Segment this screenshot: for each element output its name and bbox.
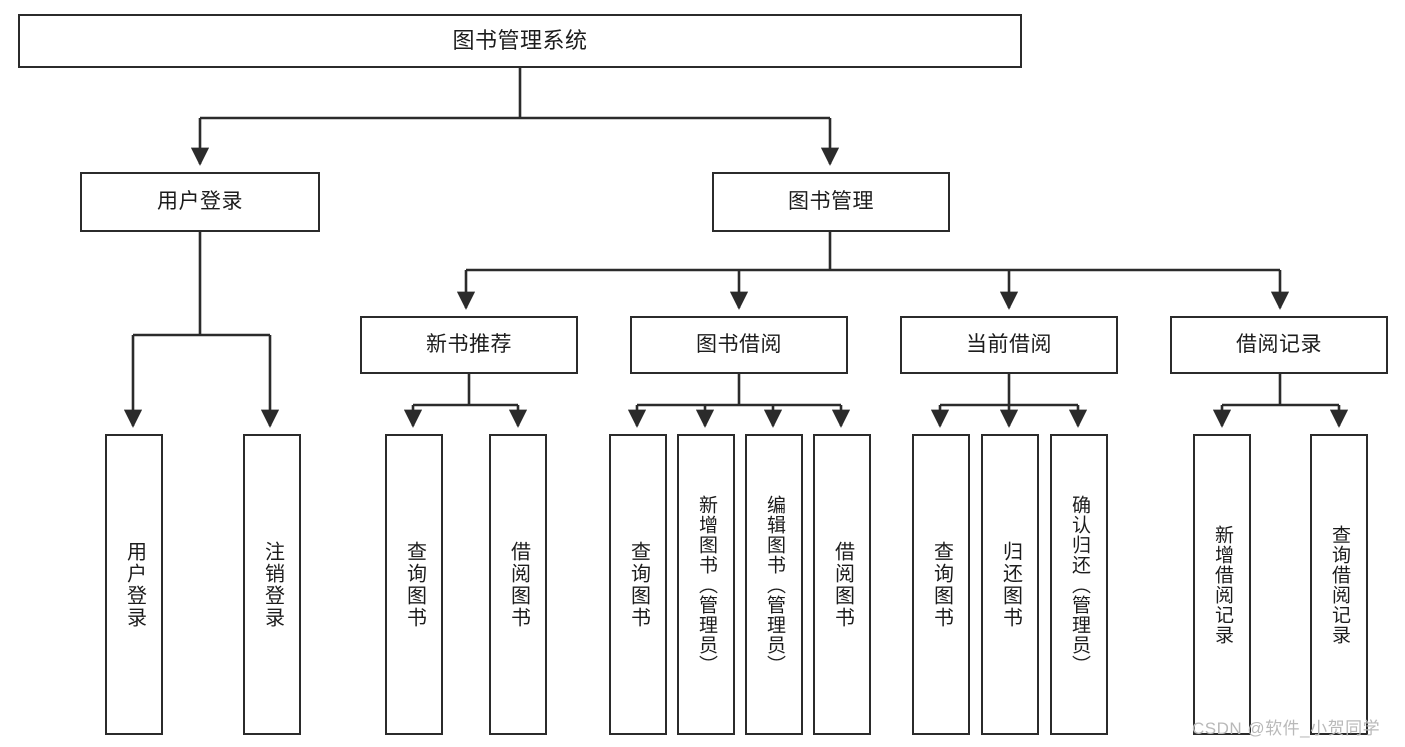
leaf-newbook-borrow-book[interactable]: 借阅图书	[489, 434, 547, 735]
leaf-borrow-query-book-label: 查询图书	[627, 540, 650, 629]
leaf-record-query[interactable]: 查询借阅记录	[1310, 434, 1368, 735]
node-user-login-label: 用户登录	[157, 190, 243, 214]
leaf-borrow-edit-book[interactable]: 编辑图书（管理员）	[745, 434, 803, 735]
leaf-borrow-lend-book[interactable]: 借阅图书	[813, 434, 871, 735]
node-book-management-label: 图书管理	[788, 190, 874, 214]
node-book-borrow[interactable]: 图书借阅	[630, 316, 848, 374]
node-book-borrow-label: 图书借阅	[696, 333, 782, 357]
leaf-newbook-query-book-label: 查询图书	[403, 540, 426, 629]
leaf-user-login-label: 用户登录	[123, 540, 146, 629]
leaf-borrow-lend-book-label: 借阅图书	[831, 540, 854, 629]
node-root-label: 图书管理系统	[452, 27, 588, 53]
node-new-book-recommend[interactable]: 新书推荐	[360, 316, 578, 374]
leaf-current-query-book[interactable]: 查询图书	[912, 434, 970, 735]
leaf-current-confirm-return[interactable]: 确认归还（管理员）	[1050, 434, 1108, 735]
leaf-borrow-add-book-label: 新增图书（管理员）	[695, 494, 717, 675]
leaf-newbook-borrow-book-label: 借阅图书	[507, 540, 530, 629]
leaf-borrow-edit-book-label: 编辑图书（管理员）	[763, 494, 785, 675]
leaf-record-add-label: 新增借阅记录	[1211, 524, 1233, 645]
node-current-borrow[interactable]: 当前借阅	[900, 316, 1118, 374]
leaf-record-query-label: 查询借阅记录	[1328, 524, 1350, 645]
node-current-borrow-label: 当前借阅	[966, 333, 1052, 357]
leaf-current-confirm-return-label: 确认归还（管理员）	[1068, 494, 1090, 675]
node-user-login[interactable]: 用户登录	[80, 172, 320, 232]
node-new-book-recommend-label: 新书推荐	[426, 333, 512, 357]
leaf-current-return-book-label: 归还图书	[999, 540, 1022, 629]
leaf-user-logout-label: 注销登录	[261, 540, 284, 629]
node-borrow-record-label: 借阅记录	[1236, 333, 1322, 357]
leaf-user-login[interactable]: 用户登录	[105, 434, 163, 735]
node-borrow-record[interactable]: 借阅记录	[1170, 316, 1388, 374]
leaf-user-logout[interactable]: 注销登录	[243, 434, 301, 735]
leaf-current-query-book-label: 查询图书	[930, 540, 953, 629]
leaf-borrow-query-book[interactable]: 查询图书	[609, 434, 667, 735]
leaf-record-add[interactable]: 新增借阅记录	[1193, 434, 1251, 735]
csdn-watermark: CSDN @软件_小贺同学	[1192, 719, 1381, 738]
node-root[interactable]: 图书管理系统	[18, 14, 1022, 68]
leaf-newbook-query-book[interactable]: 查询图书	[385, 434, 443, 735]
node-book-management[interactable]: 图书管理	[712, 172, 950, 232]
leaf-current-return-book[interactable]: 归还图书	[981, 434, 1039, 735]
leaf-borrow-add-book[interactable]: 新增图书（管理员）	[677, 434, 735, 735]
